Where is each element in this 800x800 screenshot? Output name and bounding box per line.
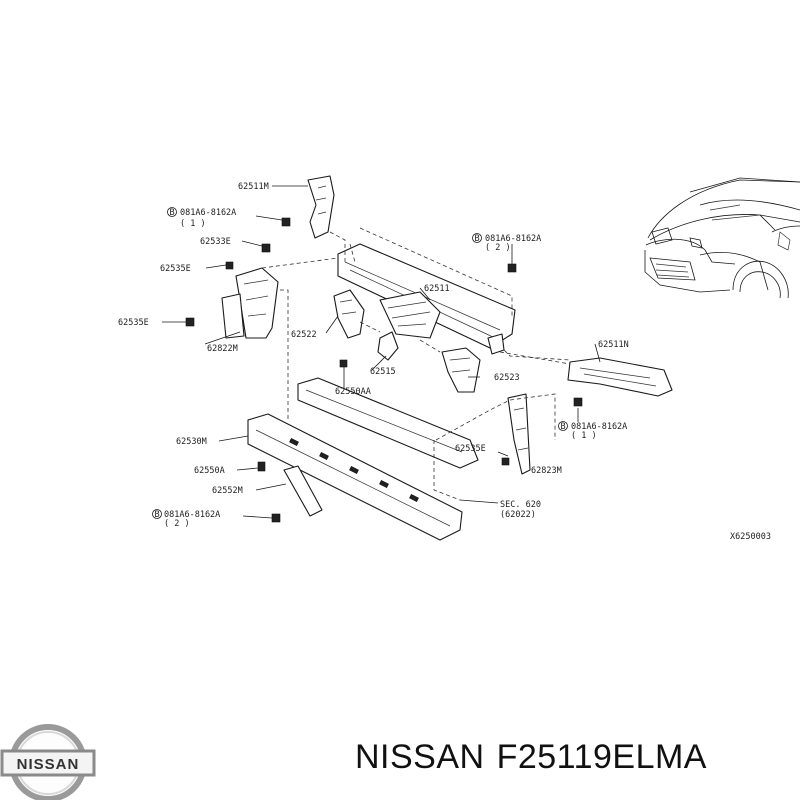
svg-text:B: B [155,510,160,520]
callout-62535E-b: 62535E [118,318,149,328]
callout-62535E-c: 62535E [455,444,486,454]
callout-62522: 62522 [291,330,317,340]
callout-62533E: 62533E [200,237,231,247]
callout-62511M: 62511M [238,182,269,192]
callout-62511N: 62511N [598,340,629,350]
assembly-dashed-lines [261,227,571,501]
part-62530M [247,413,463,541]
callout-bolt-1-qty: ( 1 ) [180,219,206,229]
callout-sec-ref: (62022) [500,510,536,520]
svg-text:B: B [475,234,480,244]
part-caption: NISSAN F25119ELMA [355,738,719,777]
caption-brand: NISSAN [355,738,485,776]
part-62511 [337,243,516,355]
logo-text: NISSAN [17,756,80,773]
drawing-id: X6250003 [730,532,771,542]
part-62511M [307,175,335,239]
car-illustration [644,177,800,299]
leader-lines [162,185,601,519]
callout-bolt-2-qty: ( 2 ) [485,243,511,253]
callout-62523: 62523 [494,373,520,383]
callout-62550A: 62550A [194,466,225,476]
callout-bolt-3: 081A6-8162A [571,422,627,432]
svg-text:B: B [170,208,175,218]
part-62511N [567,357,673,397]
part-62522 [333,289,365,339]
callout-bolt-4: 081A6-8162A [164,510,220,520]
part-62823M [507,393,531,475]
callout-bolt-1: 081A6-8162A [180,208,236,218]
callout-bolt-3-qty: ( 1 ) [571,431,597,441]
callout-62515: 62515 [370,367,396,377]
part-62515 [377,331,399,361]
part-62523 [441,347,481,393]
callout-62535E-a: 62535E [160,264,191,274]
callout-62822M: 62822M [207,344,238,354]
callout-62552M: 62552M [212,486,243,496]
nissan-logo: NISSAN [0,724,96,800]
callout-62511: 62511 [424,284,450,294]
callout-labels: 62511M 081A6-8162A ( 1 ) 62533E 62535E 6… [118,182,771,542]
caption-part-number: F25119ELMA [496,738,707,776]
part-62822M [221,267,279,339]
callout-62550AA: 62550AA [335,387,371,397]
svg-text:B: B [561,422,566,432]
callout-bolt-2: 081A6-8162A [485,234,541,244]
callout-62823M: 62823M [531,466,562,476]
callout-sec-620: SEC. 620 [500,500,541,510]
callout-bolt-4-qty: ( 2 ) [164,519,190,529]
callout-62530M: 62530M [176,437,207,447]
part-62552M [283,465,323,517]
part-62550AA [297,377,479,469]
fasteners [185,217,583,523]
bolt-callout-markers: B B B B [152,207,568,520]
